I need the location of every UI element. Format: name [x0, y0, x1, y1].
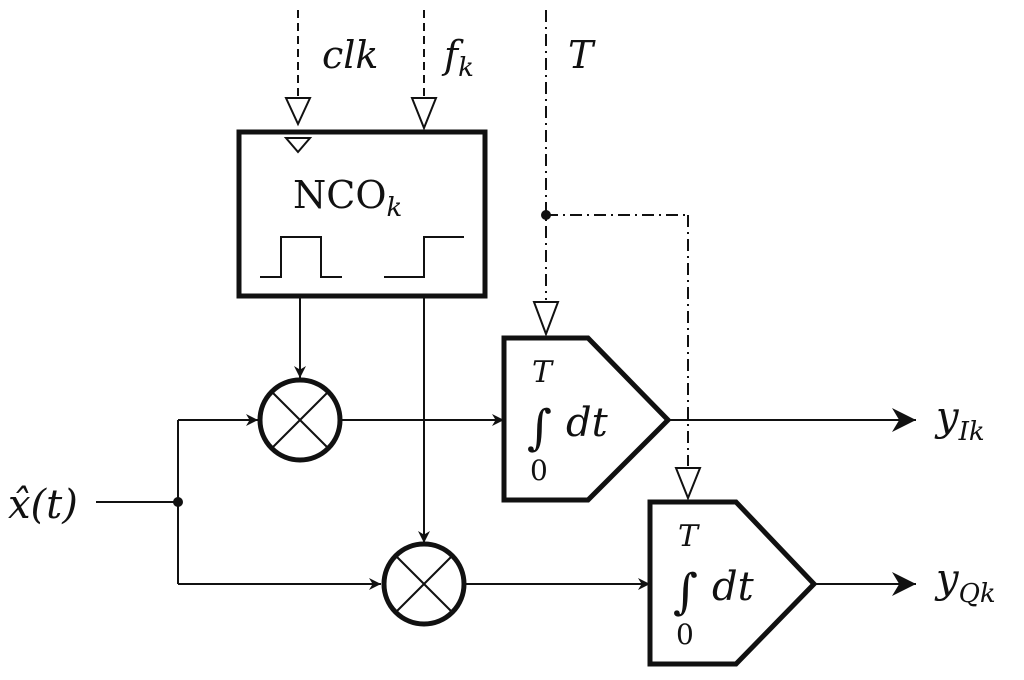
input-signal-label: x̂(t) — [8, 482, 78, 528]
T-input: T — [532, 10, 702, 501]
integrator-I-upper-limit: T — [532, 355, 554, 390]
T-open-arrow-I-icon — [532, 301, 560, 337]
integrator-Q-differential: dt — [712, 564, 755, 610]
fk-input: fk — [410, 10, 474, 131]
integrator-Q: T ∫ dt 0 — [647, 499, 818, 667]
integral-icon: ∫ — [673, 564, 698, 620]
fk-open-arrow-icon — [410, 97, 438, 131]
integrator-Q-lower-limit: 0 — [676, 618, 694, 651]
mixer-Q — [381, 541, 467, 627]
T-junction-dot — [541, 210, 551, 220]
integrator-I: T ∫ dt 0 — [501, 335, 672, 503]
nco-block: NCOk — [236, 129, 488, 299]
clk-label: clk — [322, 33, 378, 77]
clk-input: clk — [283, 10, 378, 154]
T-label: T — [568, 33, 596, 77]
nco-label: NCOk — [293, 173, 402, 223]
T-open-arrow-Q-icon — [674, 467, 702, 501]
pulse-waveform-icon — [260, 236, 342, 278]
step-waveform-icon — [384, 236, 464, 278]
integrator-Q-upper-limit: T — [678, 519, 700, 554]
output-I-label: yIk — [934, 394, 985, 447]
clk-open-arrow-icon — [284, 97, 312, 127]
fk-label: fk — [441, 33, 474, 83]
output-Q-label: yQk — [934, 556, 996, 609]
integral-icon: ∫ — [527, 400, 552, 456]
integrator-I-lower-limit: 0 — [530, 454, 548, 487]
mixer-I — [257, 377, 343, 463]
integrator-I-differential: dt — [566, 400, 609, 446]
